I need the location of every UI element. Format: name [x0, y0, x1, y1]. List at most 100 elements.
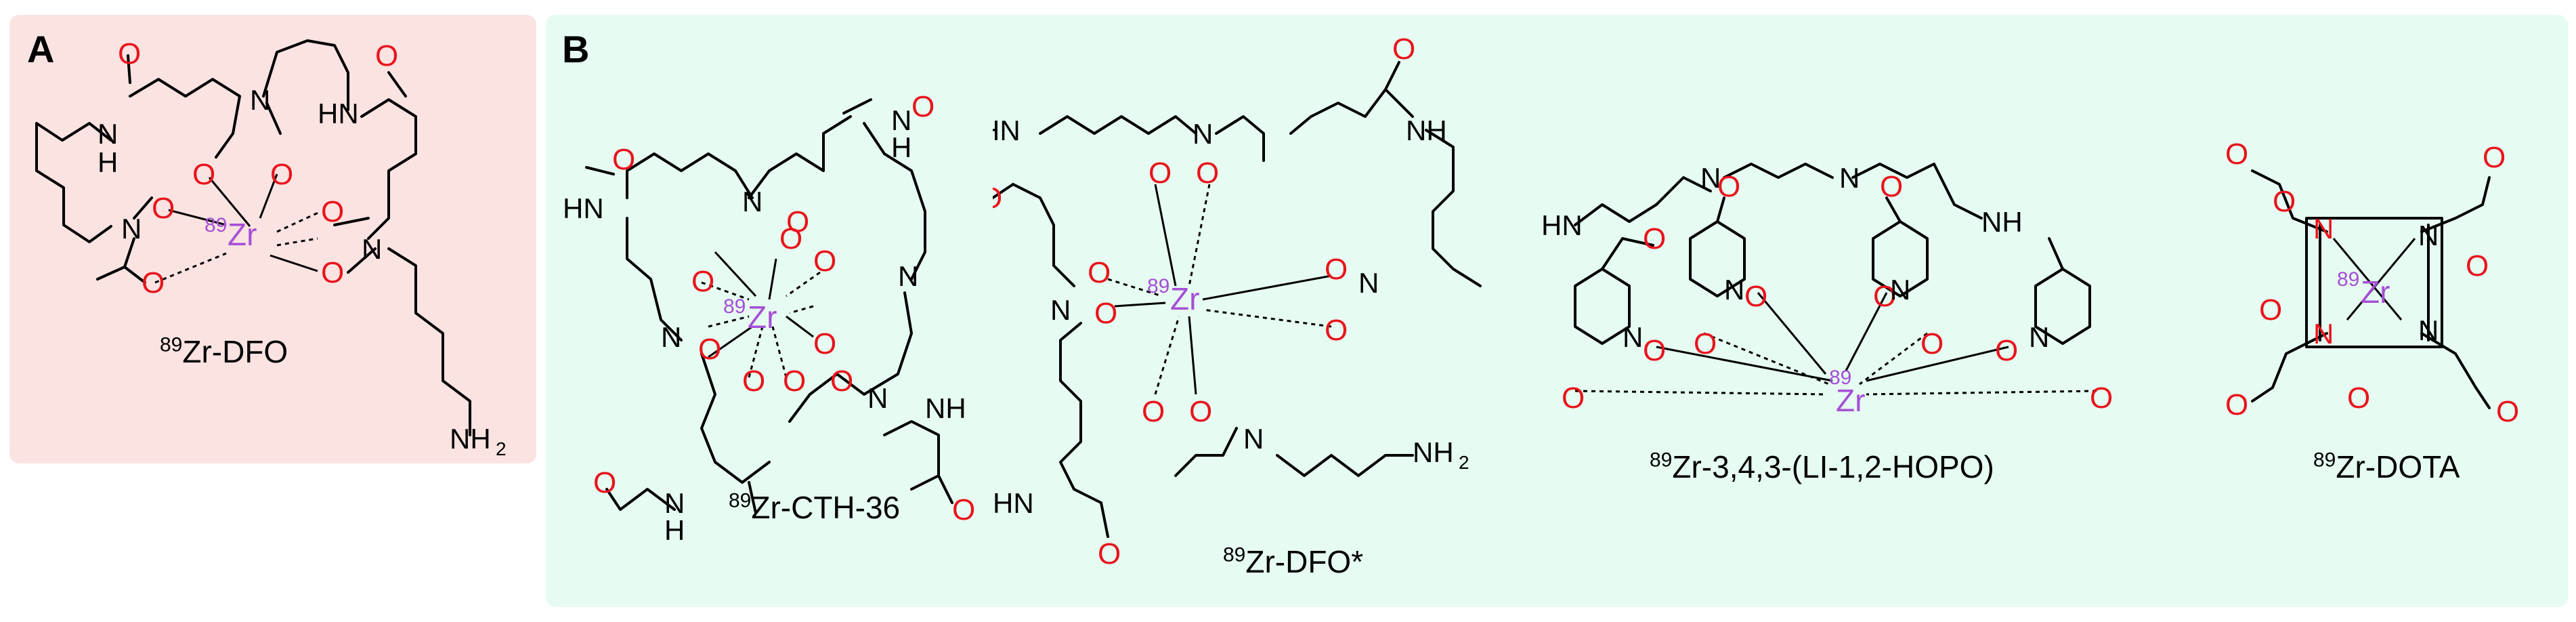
cth-n-3: N	[661, 321, 681, 353]
cth-o-11: O	[830, 365, 853, 398]
dfo-oxygen-2: O	[192, 158, 215, 191]
cth-hn-1: HN	[563, 192, 604, 224]
dfos-o-10: O	[1189, 395, 1212, 428]
dfo-oxygen-8: O	[375, 39, 398, 72]
panel-b-letter: B	[562, 28, 590, 70]
dfos-amine-sub: 2	[1459, 452, 1469, 473]
hopo-o-11: O	[2090, 381, 2113, 415]
dfos-amine: NH	[1413, 436, 1454, 468]
hopo-o-5: O	[1744, 280, 1767, 313]
hopo-o-7: O	[1995, 334, 2018, 367]
dfo-chain-right	[360, 98, 417, 240]
dfos-hn-2: HN	[993, 487, 1034, 519]
cth-o-3: O	[691, 265, 714, 298]
dfos-n-3: N	[1358, 267, 1379, 299]
caption-zr-dota: 89Zr-DOTA	[2313, 449, 2460, 484]
dfo-chain-top	[129, 78, 241, 135]
zr-dfo-structure: O O O O O O O O N H N HN N N NH 2 89 Zr	[35, 37, 507, 459]
hopo-o-9: O	[1694, 327, 1717, 360]
cth-n-5: N	[664, 487, 685, 519]
hopo-n-3: N	[1623, 321, 1643, 353]
dfo-nitrogen-3: N	[121, 213, 142, 245]
dfo-oxygen-3: O	[270, 158, 293, 191]
cth-o-4: O	[698, 333, 721, 366]
dfos-o-7: O	[1325, 253, 1348, 286]
dota-o-1: O	[2225, 138, 2248, 171]
dfo-zr: Zr	[228, 217, 257, 252]
caption-zr-cth36: 89Zr-CTH-36	[729, 489, 901, 525]
cth-o-5: O	[779, 222, 802, 255]
dota-n-1: N	[2313, 213, 2334, 245]
cth-o-10: O	[783, 365, 806, 398]
dfo-oxygen-5: O	[321, 195, 344, 228]
dota-zr: Zr	[2361, 274, 2390, 310]
zr-hopo-structure: O O O O O O O O O O O HN N N NH N N N N …	[1541, 162, 2113, 418]
hopo-hn-1: HN	[1541, 209, 1583, 241]
cth-o-2: O	[911, 90, 935, 123]
dota-o-4: O	[2466, 249, 2489, 283]
hopo-o-6: O	[1873, 280, 1896, 313]
dfo-nitrogen-2: N	[250, 84, 270, 116]
dfos-o-5: O	[1088, 256, 1111, 289]
dfos-o-11: O	[1098, 537, 1121, 571]
dfo-nitrogen-4: N	[362, 233, 382, 265]
dfo-oxygen-7: O	[142, 266, 165, 299]
hopo-o-3: O	[1880, 170, 1903, 203]
hopo-nh-1: NH	[1981, 206, 2023, 238]
dfos-n-4: N	[1243, 423, 1264, 455]
dota-o-2: O	[2273, 185, 2296, 218]
zr-dota-structure: O O O O O O O O N N N N 89 Zr	[2225, 138, 2519, 428]
cth-o-13: O	[952, 493, 975, 526]
dfo-chain-left	[35, 122, 112, 142]
dota-n-2: N	[2418, 220, 2439, 251]
dota-o-3: O	[2483, 141, 2506, 174]
dfo-top-ring	[262, 39, 349, 111]
cth-h-top: H	[891, 131, 911, 163]
dfos-o-2: O	[1149, 157, 1172, 190]
cth-zr: Zr	[748, 299, 777, 335]
dfos-o-4: O	[1392, 33, 1415, 66]
dfo-oxygen-4: O	[152, 192, 175, 225]
cth-zr-isotope: 89	[723, 295, 746, 318]
cth-n-2: N	[898, 260, 918, 292]
hopo-zr: Zr	[1836, 383, 1865, 418]
dfo-oxygen-1: O	[118, 37, 141, 70]
caption-zr-dfo-star: 89Zr-DFO*	[1223, 543, 1364, 579]
dfos-hn-1: HN	[993, 115, 1021, 146]
hopo-zr-isotope: 89	[1829, 367, 1851, 389]
cth-o-9: O	[742, 365, 765, 398]
zr-cth36-structure: O O O O O O O O O O O O O HN N H N N N N…	[563, 90, 975, 546]
cth-n-1: N	[742, 186, 763, 217]
hopo-o-2: O	[1717, 170, 1740, 203]
dota-zr-isotope: 89	[2337, 268, 2359, 291]
dfo-oxygen-6: O	[321, 256, 344, 289]
dfos-nh-1: NH	[1406, 115, 1447, 146]
dfo-nitrogen-1: N	[98, 118, 118, 150]
dfo-chain-lower-left	[35, 122, 112, 243]
cth-o-7: O	[786, 205, 809, 239]
hopo-o-4: O	[1643, 334, 1666, 367]
cth-o-1: O	[612, 143, 635, 176]
dota-o-6: O	[2225, 388, 2248, 421]
dota-o-7: O	[2347, 381, 2370, 415]
dfos-o-1: O	[993, 182, 1002, 215]
dfo-amine: NH	[450, 423, 491, 455]
hopo-o-1: O	[1643, 222, 1666, 255]
hopo-o-10: O	[1920, 327, 1944, 360]
dfos-n-2: N	[1050, 294, 1071, 326]
dfos-n-1: N	[1193, 118, 1213, 150]
cth-h-5: H	[664, 514, 685, 546]
dfo-hn-1: HN	[318, 98, 359, 129]
dfo-hydrogen-1: H	[98, 146, 118, 178]
hopo-n-1: N	[1700, 162, 1721, 194]
hopo-o-8: O	[1562, 381, 1585, 415]
caption-zr-hopo: 89Zr-3,4,3-(LI-1,2-HOPO)	[1650, 449, 1994, 484]
hopo-n-5: N	[1890, 274, 1910, 306]
cth-n-top: N	[891, 104, 911, 136]
dfos-zr: Zr	[1170, 281, 1199, 316]
dfos-o-8: O	[1325, 314, 1348, 347]
cth-o-6: O	[813, 245, 836, 278]
panel-a: A O O O O O O O O N H	[9, 15, 536, 463]
caption-zr-dfo: 89Zr-DFO	[160, 333, 288, 369]
cth-n-4: N	[867, 382, 888, 414]
